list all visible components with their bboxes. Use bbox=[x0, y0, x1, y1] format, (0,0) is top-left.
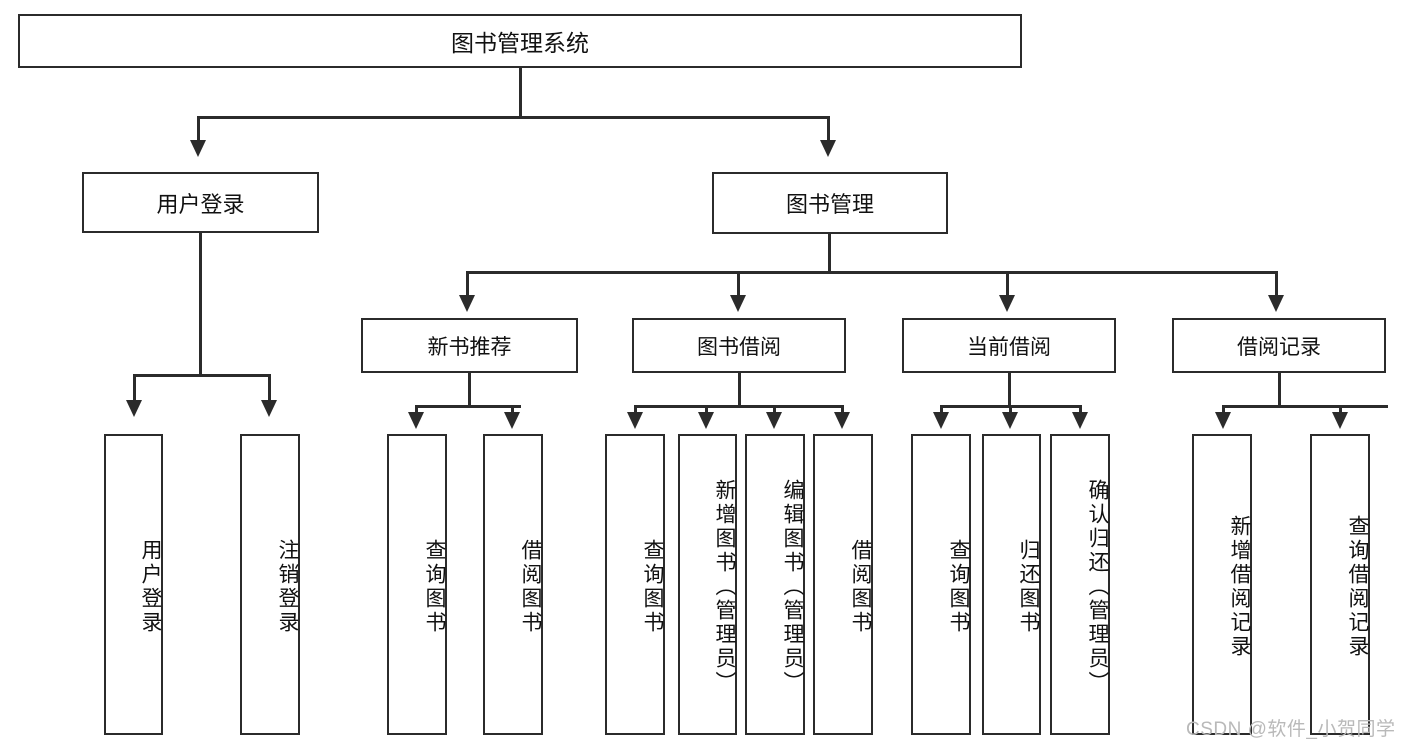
node-leaf-add-borrow-record[interactable]: 新增借阅记录 bbox=[1192, 434, 1252, 735]
node-leaf-query-book-3[interactable]: 查询图书 bbox=[911, 434, 971, 735]
connector-new-book-stem bbox=[468, 373, 471, 408]
node-current-borrow[interactable]: 当前借阅 bbox=[902, 318, 1116, 373]
connector-drop-borrow-record bbox=[1275, 271, 1278, 299]
arrowhead-book-borrow bbox=[730, 295, 746, 312]
node-label: 图书借阅 bbox=[697, 335, 781, 359]
connector-book-mgmt-stem bbox=[828, 234, 831, 274]
arrowhead-g4-c3 bbox=[1072, 412, 1088, 429]
connector-book-borrow-stem bbox=[738, 373, 741, 408]
node-label: 注销登录 bbox=[276, 538, 299, 635]
arrowhead-leaf-logout bbox=[261, 400, 277, 417]
connector-root-stem bbox=[519, 68, 522, 118]
arrowhead-book-mgmt bbox=[820, 140, 836, 157]
arrowhead-g3-c4 bbox=[834, 412, 850, 429]
connector-user-login-bus bbox=[133, 374, 270, 377]
node-label: 查询借阅记录 bbox=[1346, 514, 1369, 659]
arrowhead-g3-c1 bbox=[627, 412, 643, 429]
connector-book-borrow-bus bbox=[634, 405, 844, 408]
connector-drop-book-borrow bbox=[737, 271, 740, 299]
node-label: 借阅图书 bbox=[519, 538, 542, 635]
node-label: 新增借阅记录 bbox=[1228, 514, 1251, 659]
node-leaf-query-borrow-record[interactable]: 查询借阅记录 bbox=[1310, 434, 1370, 735]
node-leaf-borrow-book-2[interactable]: 借阅图书 bbox=[813, 434, 873, 735]
node-leaf-add-book-admin[interactable]: 新增图书（管理员） bbox=[678, 434, 737, 735]
connector-borrow-record-stem bbox=[1278, 373, 1281, 408]
node-leaf-user-login[interactable]: 用户登录 bbox=[104, 434, 163, 735]
arrowhead-current-borrow bbox=[999, 295, 1015, 312]
watermark-csdn: CSDN @软件_小贺同学 bbox=[1186, 719, 1396, 740]
node-label: 编辑图书（管理员） bbox=[781, 478, 804, 695]
node-leaf-edit-book-admin[interactable]: 编辑图书（管理员） bbox=[745, 434, 805, 735]
node-leaf-confirm-return-admin[interactable]: 确认归还（管理员） bbox=[1050, 434, 1110, 735]
node-leaf-return-book[interactable]: 归还图书 bbox=[982, 434, 1041, 735]
node-label: 确认归还（管理员） bbox=[1086, 478, 1109, 695]
node-label: 用户登录 bbox=[139, 538, 162, 635]
arrowhead-borrow-record bbox=[1268, 295, 1284, 312]
node-root-system[interactable]: 图书管理系统 bbox=[18, 14, 1022, 68]
node-label: 用户登录 bbox=[156, 191, 245, 217]
node-leaf-query-book-1[interactable]: 查询图书 bbox=[387, 434, 447, 735]
connector-root-bus bbox=[197, 116, 830, 119]
node-book-borrow[interactable]: 图书借阅 bbox=[632, 318, 846, 373]
arrowhead-g4-c1 bbox=[933, 412, 949, 429]
connector-current-borrow-stem bbox=[1008, 373, 1011, 408]
arrowhead-g3-c2 bbox=[698, 412, 714, 429]
node-label: 当前借阅 bbox=[967, 335, 1051, 359]
node-label: 归还图书 bbox=[1017, 538, 1040, 635]
connector-drop-leaf-logout bbox=[268, 374, 271, 404]
connector-borrow-record-bus bbox=[1222, 405, 1388, 408]
arrowhead-g5-c2 bbox=[1332, 412, 1348, 429]
node-label: 查询图书 bbox=[947, 538, 970, 635]
arrowhead-g5-c1 bbox=[1215, 412, 1231, 429]
connector-user-login-stem bbox=[199, 233, 202, 376]
arrowhead-new-book bbox=[459, 295, 475, 312]
connector-new-book-bus bbox=[415, 405, 521, 408]
node-label: 新书推荐 bbox=[427, 335, 512, 359]
arrowhead-g2-c2 bbox=[504, 412, 520, 429]
node-label: 新增图书（管理员） bbox=[713, 478, 736, 695]
node-label: 借阅记录 bbox=[1237, 335, 1321, 359]
arrowhead-g4-c2 bbox=[1002, 412, 1018, 429]
node-label: 借阅图书 bbox=[849, 538, 872, 635]
node-label: 查询图书 bbox=[423, 538, 446, 635]
node-label: 图书管理 bbox=[785, 192, 874, 217]
arrowhead-g3-c3 bbox=[766, 412, 782, 429]
node-borrow-record[interactable]: 借阅记录 bbox=[1172, 318, 1386, 373]
node-book-management[interactable]: 图书管理 bbox=[712, 172, 948, 234]
node-user-login[interactable]: 用户登录 bbox=[82, 172, 319, 233]
connector-drop-book-mgmt bbox=[827, 116, 830, 144]
arrowhead-g2-c1 bbox=[408, 412, 424, 429]
connector-book-mgmt-bus bbox=[466, 271, 1278, 274]
connector-drop-new-book bbox=[466, 271, 469, 299]
arrowhead-user-login bbox=[190, 140, 206, 157]
node-new-book-recommend[interactable]: 新书推荐 bbox=[361, 318, 578, 373]
node-leaf-logout[interactable]: 注销登录 bbox=[240, 434, 300, 735]
arrowhead-leaf-user-login bbox=[126, 400, 142, 417]
node-leaf-borrow-book-1[interactable]: 借阅图书 bbox=[483, 434, 543, 735]
connector-drop-user-login bbox=[197, 116, 200, 144]
node-leaf-query-book-2[interactable]: 查询图书 bbox=[605, 434, 665, 735]
connector-drop-current-borrow bbox=[1006, 271, 1009, 299]
node-label: 图书管理系统 bbox=[451, 30, 589, 56]
connector-drop-leaf-user-login bbox=[133, 374, 136, 404]
node-label: 查询图书 bbox=[641, 538, 664, 635]
